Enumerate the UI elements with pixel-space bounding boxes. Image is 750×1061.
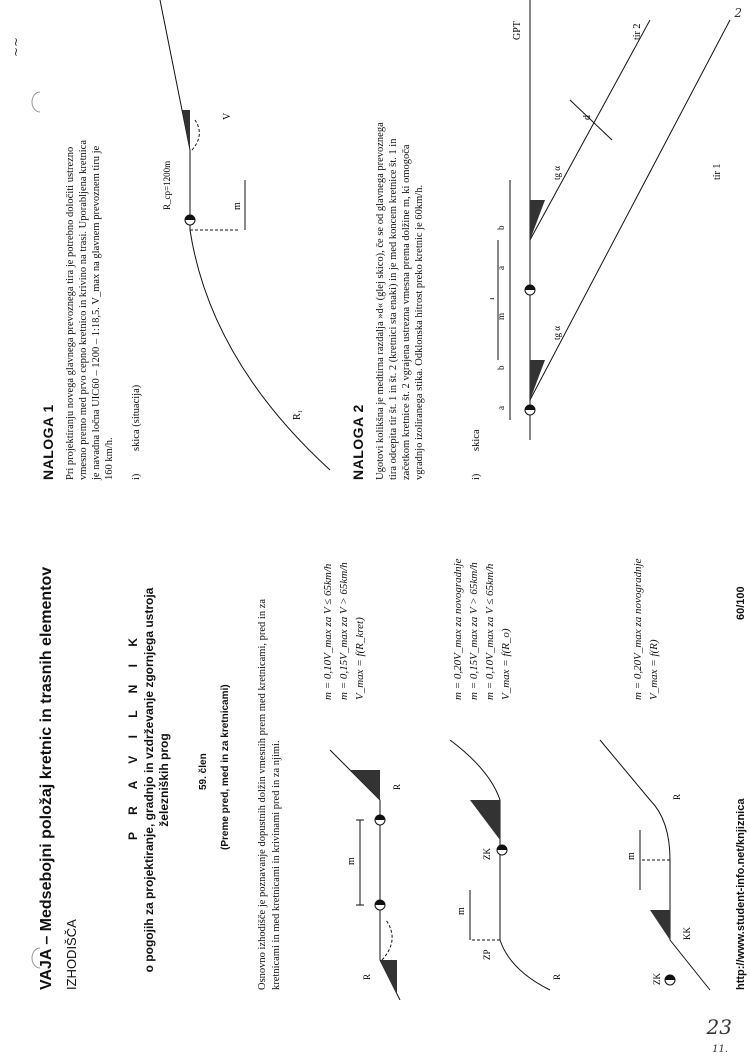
handwritten-number: 23 bbox=[706, 1015, 732, 1039]
naloga2-diagram: d tir 1 tir 2 GPT tg α tg α a b m a b l bbox=[490, 0, 731, 440]
label-d: d bbox=[582, 115, 593, 120]
naloga2-item-number: i) bbox=[471, 473, 482, 480]
label-m-2: m bbox=[456, 907, 467, 915]
naloga1-text: Pri projektiranju novega glavnega prevoz… bbox=[65, 140, 115, 480]
label-m-n1: m bbox=[232, 202, 243, 210]
diagram-turnout-straight: m R R bbox=[329, 749, 402, 1000]
page-title: VAJA – Medsebojni položaj kretnic in tra… bbox=[38, 566, 55, 990]
handwritten-page-number: 2 bbox=[734, 6, 742, 20]
article-number: 59. člen bbox=[198, 753, 209, 790]
section-heading: IZHODIŠČA bbox=[64, 919, 79, 990]
naloga2-item: i) skica bbox=[470, 429, 483, 480]
naloga1-diagram: m R_cp=1200m V R₁ bbox=[159, 0, 331, 471]
naloga1-heading: NALOGA 1 bbox=[40, 404, 56, 480]
formula-line: m = 0,10V_max za V ≤ 65km/h bbox=[484, 563, 496, 700]
rotated-content: VAJA – Medsebojni položaj kretnic in tra… bbox=[30, 0, 750, 1000]
label-rcp: R_cp=1200m bbox=[162, 161, 172, 210]
label-a: a bbox=[496, 406, 506, 410]
regulation-subtitle: o pogojih za projektiranje, gradnjo in v… bbox=[142, 587, 171, 973]
formula-line: m = 0,20V_max za novogradnje bbox=[632, 558, 644, 700]
label-zp: ZP bbox=[482, 949, 492, 960]
label-m-3: m bbox=[626, 852, 637, 860]
naloga1-item: i) skica (situacija) bbox=[130, 385, 143, 480]
label-tir1: tir 1 bbox=[712, 164, 723, 180]
label-r-2: R bbox=[672, 794, 682, 800]
regulation-body: Osnovno izhodišče je poznavanje dopustni… bbox=[257, 598, 282, 990]
label-tga: tg α bbox=[552, 326, 562, 340]
naloga1-item-label: skica (situacija) bbox=[131, 384, 142, 451]
footer-url: http://www.student-info.net/knjiznica bbox=[735, 798, 747, 990]
naloga2-text: Ugotovi kolikšna je medtirna razdalja »d… bbox=[375, 122, 425, 480]
formula-line: V_max = f(R) bbox=[648, 639, 660, 700]
footer-page: 60/100 bbox=[735, 586, 747, 620]
formula-group-3: m = 0,20V_max za novogradnje V_max = f(R… bbox=[630, 558, 662, 700]
formula-line: m = 0,15V_max za V > 65km/h bbox=[468, 562, 480, 700]
formula-line: V_max = f(R_kret) bbox=[354, 617, 366, 700]
label-tga-2: tg α bbox=[552, 166, 562, 180]
formula-line: m = 0,15V_max za V > 65km/h bbox=[338, 562, 350, 700]
regulation-heading: P R A V I L N I K bbox=[126, 630, 140, 840]
diagram-turnout-end: m KK ZK R bbox=[599, 739, 711, 991]
label-r1: R₁ bbox=[292, 410, 303, 420]
label-rkr2: R bbox=[392, 784, 402, 790]
naloga1-item-number: i) bbox=[131, 473, 142, 480]
label-gpt: GPT bbox=[512, 21, 523, 40]
diagram-turnout-curve: m ZP ZK R bbox=[449, 740, 562, 991]
label-m-n2: m bbox=[496, 313, 506, 320]
label-v: V bbox=[222, 112, 233, 120]
formula-group-2: m = 0,20V_max za novogradnje m = 0,15V_m… bbox=[450, 558, 514, 700]
formula-group-1: m = 0,10V_max za V ≤ 65km/h m = 0,15V_ma… bbox=[320, 562, 368, 700]
naloga2-heading: NALOGA 2 bbox=[350, 404, 366, 480]
label-zk: ZK bbox=[482, 848, 492, 860]
formula-line: m = 0,20V_max za novogradnje bbox=[452, 558, 464, 700]
label-l: l bbox=[490, 297, 496, 300]
formula-line: V_max = f(R_o) bbox=[500, 628, 512, 700]
label-b: b bbox=[496, 365, 506, 370]
article-caption: (Preme pred, med in za kretnicami) bbox=[220, 684, 231, 850]
formula-line: m = 0,10V_max za V ≤ 65km/h bbox=[322, 563, 334, 700]
label-a-2: a bbox=[496, 266, 506, 270]
label-rkr: R bbox=[362, 974, 372, 980]
label-m: m bbox=[346, 857, 357, 865]
naloga2-item-label: skica bbox=[471, 429, 482, 451]
handwritten-note: 11. bbox=[712, 1044, 728, 1055]
label-tir2: tir 2 bbox=[632, 24, 643, 40]
label-r: R bbox=[552, 974, 562, 980]
label-b-2: b bbox=[496, 225, 506, 230]
label-kk: KK bbox=[682, 927, 692, 940]
label-zk-2: ZK bbox=[652, 973, 662, 985]
